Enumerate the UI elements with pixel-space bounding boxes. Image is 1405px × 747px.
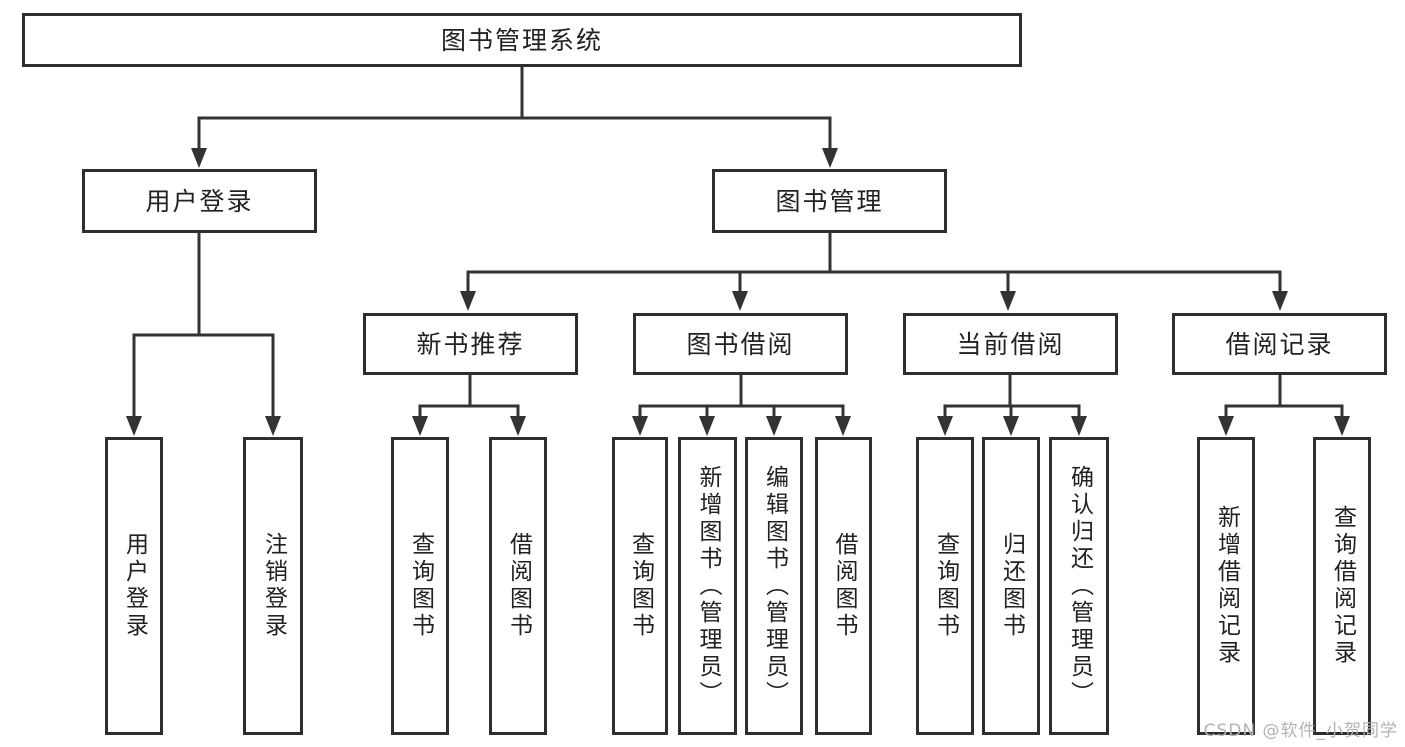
- leaf-records-add-record: 新增借阅记录: [1197, 437, 1255, 735]
- arrow-current-leaf-2: [1003, 416, 1019, 436]
- leaf-records-add-record-label: 新增借阅记录: [1213, 505, 1240, 667]
- arrow-borrow-leaf-3: [766, 416, 782, 436]
- leaf-records-query-record: 查询借阅记录: [1313, 437, 1371, 735]
- leaf-user-login-label: 用户登录: [121, 532, 148, 640]
- arrow-recommend-leaf-2: [510, 416, 526, 436]
- arrow-recommend-leaf-1: [412, 416, 428, 436]
- arrow-current-leaf-3: [1071, 416, 1087, 436]
- arrow-borrow-records: [1272, 291, 1288, 311]
- arrow-records-leaf-1: [1218, 416, 1234, 436]
- arrow-book-borrow: [732, 291, 748, 311]
- connector-recommend-rail: [418, 404, 520, 418]
- connector-records-rail: [1224, 404, 1344, 418]
- node-new-book-recommend: 新书推荐: [363, 313, 578, 375]
- connector-borrow-rail: [638, 404, 845, 418]
- leaf-borrow-query-books: 查询图书: [612, 437, 668, 735]
- arrow-new-book-recommend: [460, 291, 476, 311]
- leaf-borrow-borrow-books-label: 借阅图书: [831, 532, 857, 640]
- leaf-recommend-borrow-books-label: 借阅图书: [505, 532, 532, 640]
- arrow-borrow-leaf-2: [699, 416, 715, 436]
- node-borrow-records: 借阅记录: [1172, 313, 1387, 375]
- leaf-current-confirm-return-admin-label: 确认归还（管理员）: [1066, 464, 1093, 708]
- connector-user-login-rail: [132, 333, 275, 418]
- leaf-current-return-books-label: 归还图书: [998, 532, 1025, 640]
- leaf-recommend-borrow-books: 借阅图书: [489, 437, 547, 735]
- leaf-user-login: 用户登录: [105, 437, 163, 735]
- arrow-leaf-logout: [265, 416, 281, 436]
- node-user-login: 用户登录: [82, 169, 317, 233]
- leaf-recommend-query-books: 查询图书: [391, 437, 449, 735]
- leaf-current-query-books: 查询图书: [916, 437, 974, 735]
- leaf-borrow-add-books-admin-label: 新增图书（管理员）: [695, 464, 721, 708]
- connector-level2-rail: [197, 116, 832, 150]
- arrow-user-login: [191, 148, 207, 168]
- leaf-borrow-edit-books-admin: 编辑图书（管理员）: [745, 437, 803, 735]
- arrow-leaf-user-login: [126, 416, 142, 436]
- leaf-logout: 注销登录: [243, 437, 303, 735]
- arrow-current-leaf-1: [937, 416, 953, 436]
- leaf-recommend-query-books-label: 查询图书: [407, 532, 434, 640]
- leaf-logout-label: 注销登录: [260, 532, 287, 640]
- arrow-borrow-leaf-4: [835, 416, 851, 436]
- leaf-borrow-edit-books-admin-label: 编辑图书（管理员）: [761, 464, 788, 708]
- node-book-management: 图书管理: [712, 169, 947, 233]
- node-current-borrow: 当前借阅: [903, 313, 1118, 375]
- arrow-book-management: [822, 148, 838, 168]
- leaf-current-query-books-label: 查询图书: [932, 532, 959, 640]
- arrow-records-leaf-2: [1334, 416, 1350, 436]
- arrow-borrow-leaf-1: [632, 416, 648, 436]
- connector-level3-rail: [466, 270, 1282, 292]
- leaf-borrow-query-books-label: 查询图书: [627, 532, 654, 640]
- csdn-watermark: CSDN @软件_小贺同学: [1203, 721, 1398, 741]
- node-root: 图书管理系统: [22, 13, 1022, 67]
- leaf-current-confirm-return-admin: 确认归还（管理员）: [1049, 437, 1109, 735]
- leaf-records-query-record-label: 查询借阅记录: [1329, 505, 1356, 667]
- arrow-current-borrow: [1000, 291, 1016, 311]
- leaf-borrow-borrow-books: 借阅图书: [815, 437, 872, 735]
- leaf-current-return-books: 归还图书: [982, 437, 1040, 735]
- node-book-borrow: 图书借阅: [633, 313, 848, 375]
- leaf-borrow-add-books-admin: 新增图书（管理员）: [678, 437, 737, 735]
